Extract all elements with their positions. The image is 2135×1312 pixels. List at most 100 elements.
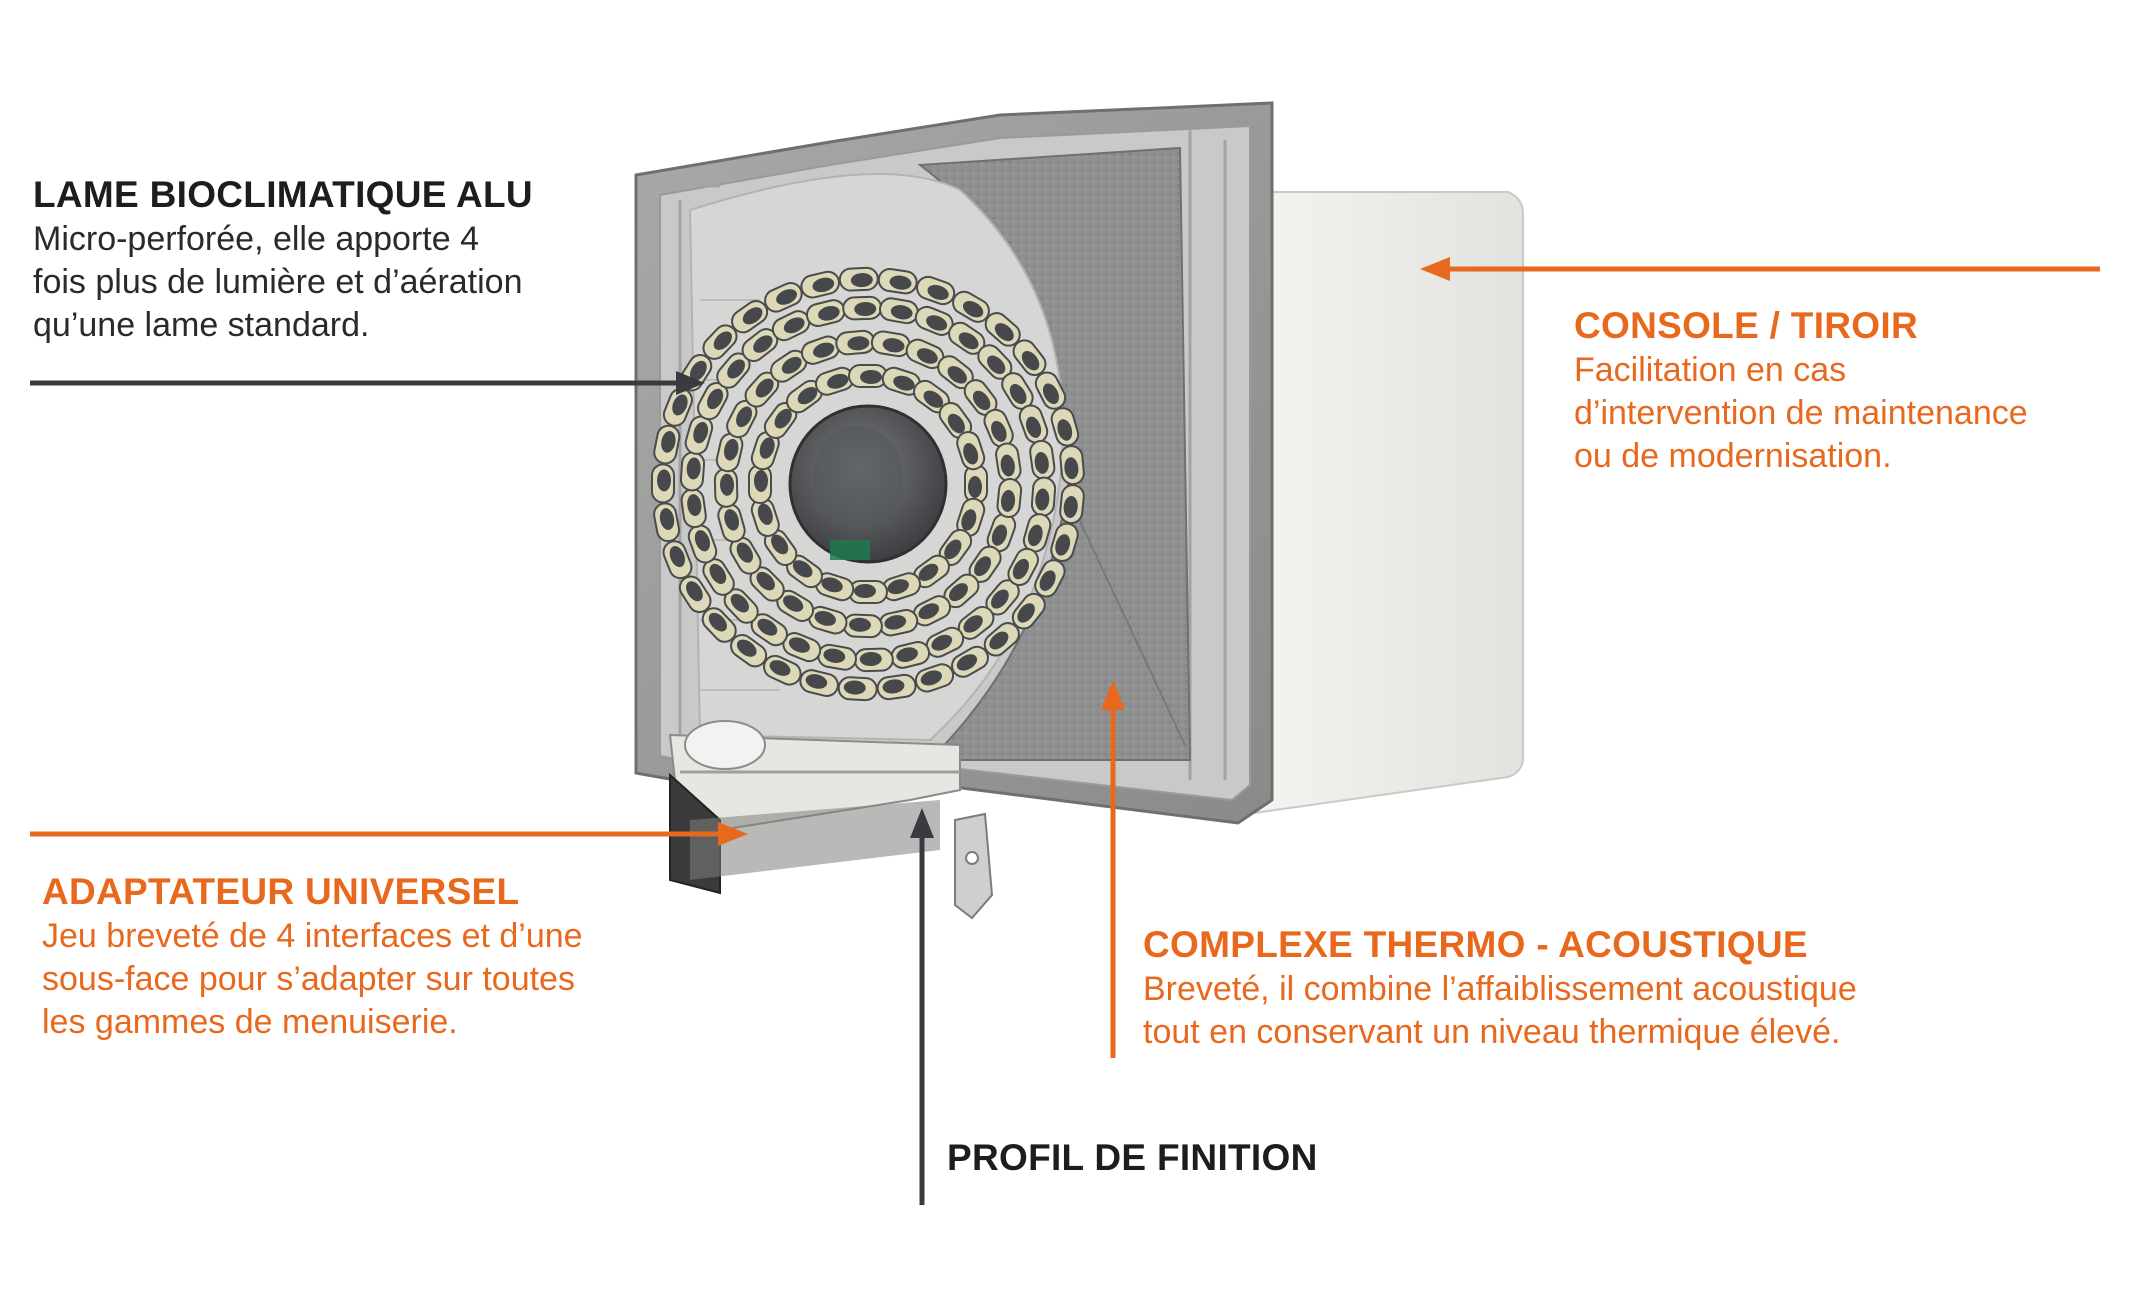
slat-segment bbox=[948, 321, 986, 355]
slat-segment bbox=[764, 281, 803, 313]
slat-segment bbox=[1050, 522, 1079, 562]
slat-segment bbox=[957, 605, 995, 640]
slat-segment bbox=[870, 330, 911, 358]
slat-segment bbox=[1030, 476, 1057, 517]
callout-console-title: CONSOLE / TIROIR bbox=[1574, 305, 1918, 346]
callout-profil-title: PROFIL DE FINITION bbox=[947, 1137, 1318, 1178]
slat-segment bbox=[1011, 592, 1046, 630]
slat-segment bbox=[750, 613, 788, 647]
callout-adaptateur-line-1: Jeu breveté de 4 interfaces et d’une bbox=[42, 917, 583, 955]
callout-complexe-title: COMPLEXE THERMO - ACOUSTIQUE bbox=[1143, 924, 1808, 965]
slat-segment bbox=[838, 266, 879, 292]
slat-segment bbox=[890, 640, 931, 669]
callout-lame-bioclimatique: LAME BIOCLIMATIQUE ALU Micro-perforée, e… bbox=[33, 172, 533, 347]
slat-segment bbox=[786, 379, 823, 414]
universal-adapter-profile bbox=[668, 720, 961, 895]
slat-segment bbox=[1034, 559, 1066, 598]
slat-segment bbox=[697, 382, 729, 421]
slat-segment bbox=[799, 669, 839, 698]
slat-segment bbox=[1050, 407, 1080, 447]
slat-segment bbox=[914, 663, 955, 693]
slat-segment bbox=[713, 467, 739, 508]
callout-lame-line-3: qu’une lame standard. bbox=[33, 306, 370, 344]
console-panel bbox=[1239, 191, 1524, 817]
slat-segment bbox=[914, 305, 954, 336]
slat-segment bbox=[951, 645, 989, 678]
slat-segment bbox=[956, 430, 986, 471]
callout-complexe-line-2: tout en conservant un niveau thermique é… bbox=[1143, 1013, 1841, 1051]
slat-segment bbox=[983, 622, 1020, 657]
callout-complexe-thermo-acoustique: COMPLEXE THERMO - ACOUSTIQUE Breveté, il… bbox=[1143, 922, 1857, 1054]
slat-segment bbox=[984, 312, 1021, 347]
callout-leaders bbox=[30, 257, 2100, 1205]
slat-segment bbox=[782, 632, 822, 663]
slat-segment bbox=[916, 275, 956, 306]
slat-segment bbox=[653, 424, 681, 465]
slat-segment bbox=[842, 295, 883, 321]
slat-segment bbox=[702, 324, 738, 360]
slat-segment bbox=[715, 432, 744, 473]
slat-segment bbox=[848, 364, 888, 388]
slat-segment bbox=[912, 595, 952, 627]
slat-segment bbox=[1018, 404, 1049, 444]
callout-adaptateur-title: ADAPTATEUR UNIVERSEL bbox=[42, 871, 520, 912]
slat-segment bbox=[776, 589, 815, 623]
slat-segment bbox=[805, 299, 846, 328]
slat-segment bbox=[653, 502, 681, 543]
slat-segment bbox=[678, 575, 712, 614]
finishing-profile-clip bbox=[954, 812, 994, 920]
slat-segment bbox=[650, 463, 676, 504]
callout-console-tiroir: CONSOLE / TIROIR Facilitation en cas d’i… bbox=[1574, 303, 2028, 478]
slat-segment bbox=[729, 536, 762, 575]
slat-segment bbox=[702, 558, 735, 596]
slat-segment bbox=[748, 464, 772, 504]
slat-segment bbox=[662, 540, 693, 580]
callout-adaptateur-line-2: sous-face pour s’adapter sur toutes bbox=[42, 960, 575, 998]
slat-segment bbox=[913, 554, 950, 589]
arrow-lame-head bbox=[676, 371, 705, 395]
slat-segment bbox=[763, 654, 802, 686]
slat-segment bbox=[1059, 484, 1085, 525]
slat-segment bbox=[679, 451, 706, 492]
slat-segment bbox=[925, 626, 965, 658]
slat-segment bbox=[800, 270, 840, 299]
slat-segment bbox=[723, 588, 759, 624]
callout-lame-title: LAME BIOCLIMATIQUE ALU bbox=[33, 174, 533, 215]
slat-segment bbox=[814, 366, 855, 396]
slat-segment bbox=[964, 464, 988, 504]
slat-segment bbox=[771, 310, 811, 342]
slat-segment bbox=[835, 329, 876, 356]
slat-segment bbox=[800, 335, 841, 365]
slat-segment bbox=[662, 387, 693, 427]
slat-segment bbox=[1012, 339, 1047, 377]
slat-segment bbox=[749, 566, 785, 602]
arrow-complexe-head bbox=[1101, 680, 1125, 710]
callout-console-line-1: Facilitation en cas bbox=[1574, 351, 1847, 389]
slat-segment bbox=[996, 478, 1023, 518]
callout-lame-line-2: fois plus de lumière et d’aération bbox=[33, 263, 523, 301]
callout-console-line-3: ou de modernisation. bbox=[1574, 437, 1892, 475]
slat-segment bbox=[938, 529, 973, 566]
slat-segment bbox=[853, 647, 894, 673]
slat-segment bbox=[983, 408, 1014, 448]
slat-segment bbox=[968, 545, 1002, 583]
callout-lame-line-1: Micro-perforée, elle apporte 4 bbox=[33, 220, 480, 258]
slat-segment bbox=[1034, 371, 1067, 410]
slat-segment bbox=[731, 300, 769, 334]
callout-adaptateur-line-3: les gammes de menuiserie. bbox=[42, 1003, 458, 1041]
slat-segment bbox=[848, 580, 888, 604]
slat-segment bbox=[842, 613, 883, 639]
slat-segment bbox=[808, 605, 848, 635]
rolled-slats bbox=[650, 266, 1085, 702]
slat-segment bbox=[1007, 547, 1039, 586]
slat-segment bbox=[876, 673, 917, 701]
slat-segment bbox=[952, 290, 990, 323]
slat-segment bbox=[687, 524, 718, 564]
arrow-profil-head bbox=[910, 808, 934, 838]
slat-segment bbox=[1022, 513, 1052, 553]
slat-segment bbox=[716, 352, 751, 389]
arrow-console-head bbox=[1420, 257, 1450, 281]
slat-segment bbox=[717, 503, 746, 543]
